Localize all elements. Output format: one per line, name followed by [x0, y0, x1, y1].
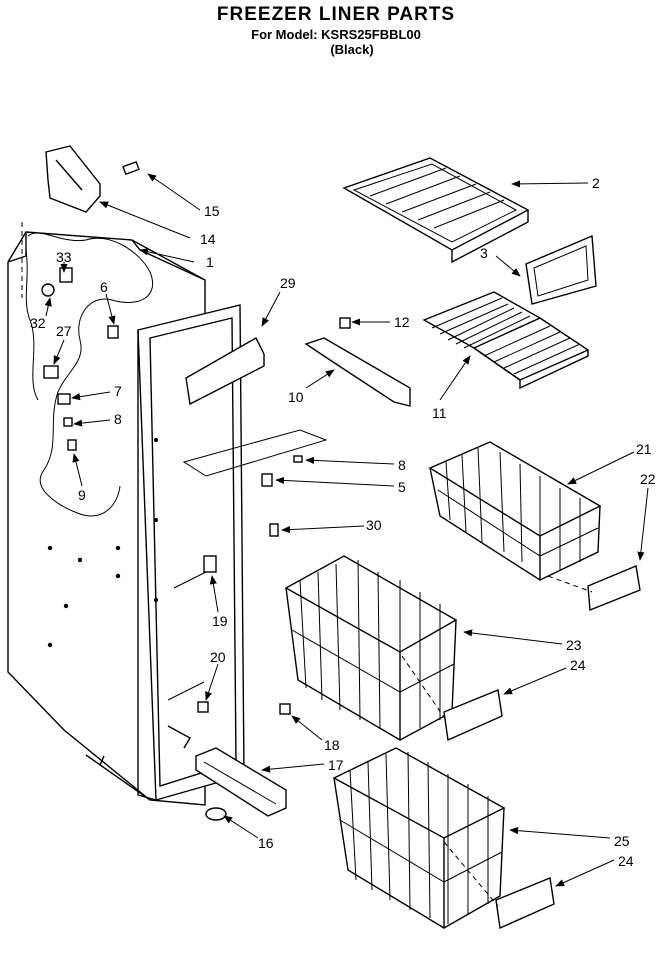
model-line: For Model: KSRS25FBBL00 — [251, 27, 421, 42]
callout-29: 29 — [280, 275, 296, 291]
color-variant: (Black) — [330, 42, 374, 57]
callout-5: 5 — [398, 479, 406, 495]
callout-33: 33 — [56, 249, 72, 265]
part-24-basket-front-lower — [495, 877, 555, 930]
callout-21: 21 — [636, 441, 652, 457]
callout-10: 10 — [288, 389, 304, 405]
callout-18: 18 — [324, 737, 340, 753]
part-17-grille — [195, 747, 287, 817]
part-2-glass-shelf — [342, 157, 530, 264]
callout-22: 22 — [640, 471, 656, 487]
diagram-title: FREEZER LINER PARTS — [216, 4, 456, 25]
small-fasteners — [41, 267, 351, 715]
callout-labels: 2 3 12 10 11 15 14 1 29 6 33 32 27 7 8 9… — [30, 175, 656, 869]
part-29-trim — [185, 337, 265, 406]
callout-12: 12 — [394, 314, 410, 330]
callout-6: 6 — [100, 279, 108, 295]
part-14-bracket — [45, 145, 101, 213]
callout-9: 9 — [78, 487, 86, 503]
part-23-wire-basket — [284, 555, 458, 742]
callout-20: 20 — [210, 649, 226, 665]
callout-24-lower: 24 — [618, 853, 634, 869]
part-21-wire-basket — [428, 441, 602, 582]
part-16-leveling-foot — [205, 807, 227, 821]
part-25-wire-basket — [332, 747, 506, 930]
part-15-screw — [122, 160, 140, 176]
callout-16: 16 — [258, 835, 274, 851]
callout-24-upper: 24 — [570, 657, 586, 673]
callout-7: 7 — [114, 383, 122, 399]
part-22-basket-front — [587, 565, 641, 612]
part-10-shelf-bracket — [304, 337, 411, 407]
callout-30: 30 — [366, 517, 382, 533]
callout-1: 1 — [206, 254, 214, 270]
callout-15: 15 — [204, 203, 220, 219]
leader-arrows — [44, 173, 649, 887]
callout-23: 23 — [566, 637, 582, 653]
callout-11: 11 — [432, 405, 447, 421]
part-3-glass-insert — [525, 234, 597, 305]
part-11-wire-shelf — [422, 291, 590, 390]
alignment-lines — [21, 222, 593, 907]
callout-27: 27 — [56, 323, 72, 339]
callout-14: 14 — [200, 231, 216, 247]
callout-17: 17 — [328, 757, 344, 773]
callout-19: 19 — [212, 613, 228, 629]
freezer-liner-cabinet — [7, 231, 328, 806]
part-24-basket-front-upper — [443, 689, 503, 742]
callout-25: 25 — [614, 833, 630, 849]
callout-32: 32 — [30, 315, 46, 331]
callout-3: 3 — [480, 245, 488, 261]
callout-2: 2 — [592, 175, 600, 191]
callout-8-right: 8 — [398, 457, 406, 473]
callout-8-left: 8 — [114, 411, 122, 427]
